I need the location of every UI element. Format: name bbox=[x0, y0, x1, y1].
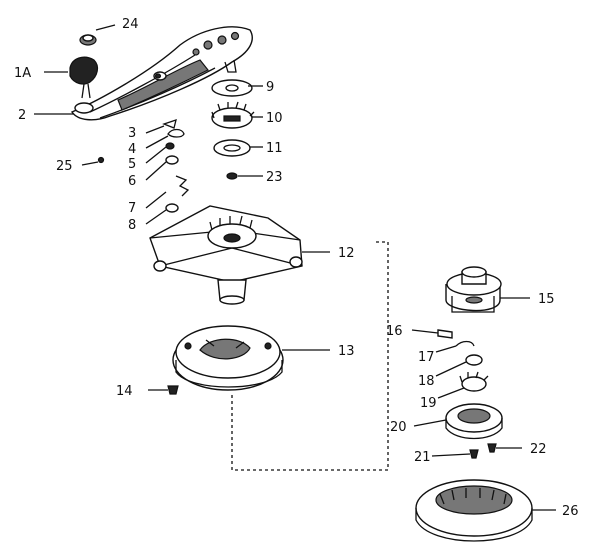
label-11: 11 bbox=[266, 141, 283, 156]
label-3: 3 bbox=[128, 126, 136, 141]
label-4: 4 bbox=[128, 142, 136, 157]
label-6: 6 bbox=[128, 174, 136, 189]
gear-housing-12 bbox=[149, 205, 303, 305]
label-26: 26 bbox=[562, 504, 579, 519]
label-12: 12 bbox=[338, 246, 355, 261]
label-13: 13 bbox=[338, 344, 355, 359]
label-2: 2 bbox=[18, 108, 26, 123]
washer-18 bbox=[465, 354, 483, 366]
label-10: 10 bbox=[266, 111, 283, 126]
dashed-leader bbox=[231, 241, 389, 471]
label-14: 14 bbox=[116, 384, 133, 399]
label-17: 17 bbox=[418, 350, 435, 365]
small-parts-stack bbox=[97, 119, 190, 213]
clip-17 bbox=[455, 340, 475, 347]
label-1a: 1A bbox=[14, 66, 31, 81]
label-24: 24 bbox=[122, 17, 139, 32]
label-5: 5 bbox=[128, 157, 136, 172]
label-25: 25 bbox=[56, 159, 73, 174]
shaft-assembly-15 bbox=[445, 266, 502, 313]
label-16: 16 bbox=[386, 324, 403, 339]
label-8: 8 bbox=[128, 218, 136, 233]
screw-14 bbox=[167, 385, 179, 395]
label-19: 19 bbox=[420, 396, 437, 411]
nut-23 bbox=[226, 172, 238, 180]
gear-10 bbox=[211, 101, 255, 129]
label-20: 20 bbox=[390, 420, 407, 435]
ring-26 bbox=[415, 479, 533, 542]
gear-19 bbox=[459, 371, 489, 392]
ring-20 bbox=[445, 403, 503, 440]
screw-21 bbox=[469, 449, 479, 459]
key-16 bbox=[437, 329, 453, 339]
handle-arm bbox=[70, 26, 253, 121]
washer-11 bbox=[213, 139, 251, 157]
knob bbox=[69, 56, 99, 114]
label-18: 18 bbox=[418, 374, 435, 389]
disc-9 bbox=[211, 79, 253, 97]
label-7: 7 bbox=[128, 201, 136, 216]
leader-lines bbox=[34, 24, 556, 511]
label-15: 15 bbox=[538, 292, 555, 307]
part-labels: 24 1A 2 9 10 11 23 3 4 5 6 7 8 25 12 13 … bbox=[14, 17, 579, 519]
screw-22 bbox=[487, 443, 497, 453]
base-13 bbox=[172, 325, 284, 391]
label-9: 9 bbox=[266, 80, 274, 95]
label-23: 23 bbox=[266, 170, 283, 185]
cap-24 bbox=[79, 34, 97, 46]
label-21: 21 bbox=[414, 450, 431, 465]
label-22: 22 bbox=[530, 442, 547, 457]
